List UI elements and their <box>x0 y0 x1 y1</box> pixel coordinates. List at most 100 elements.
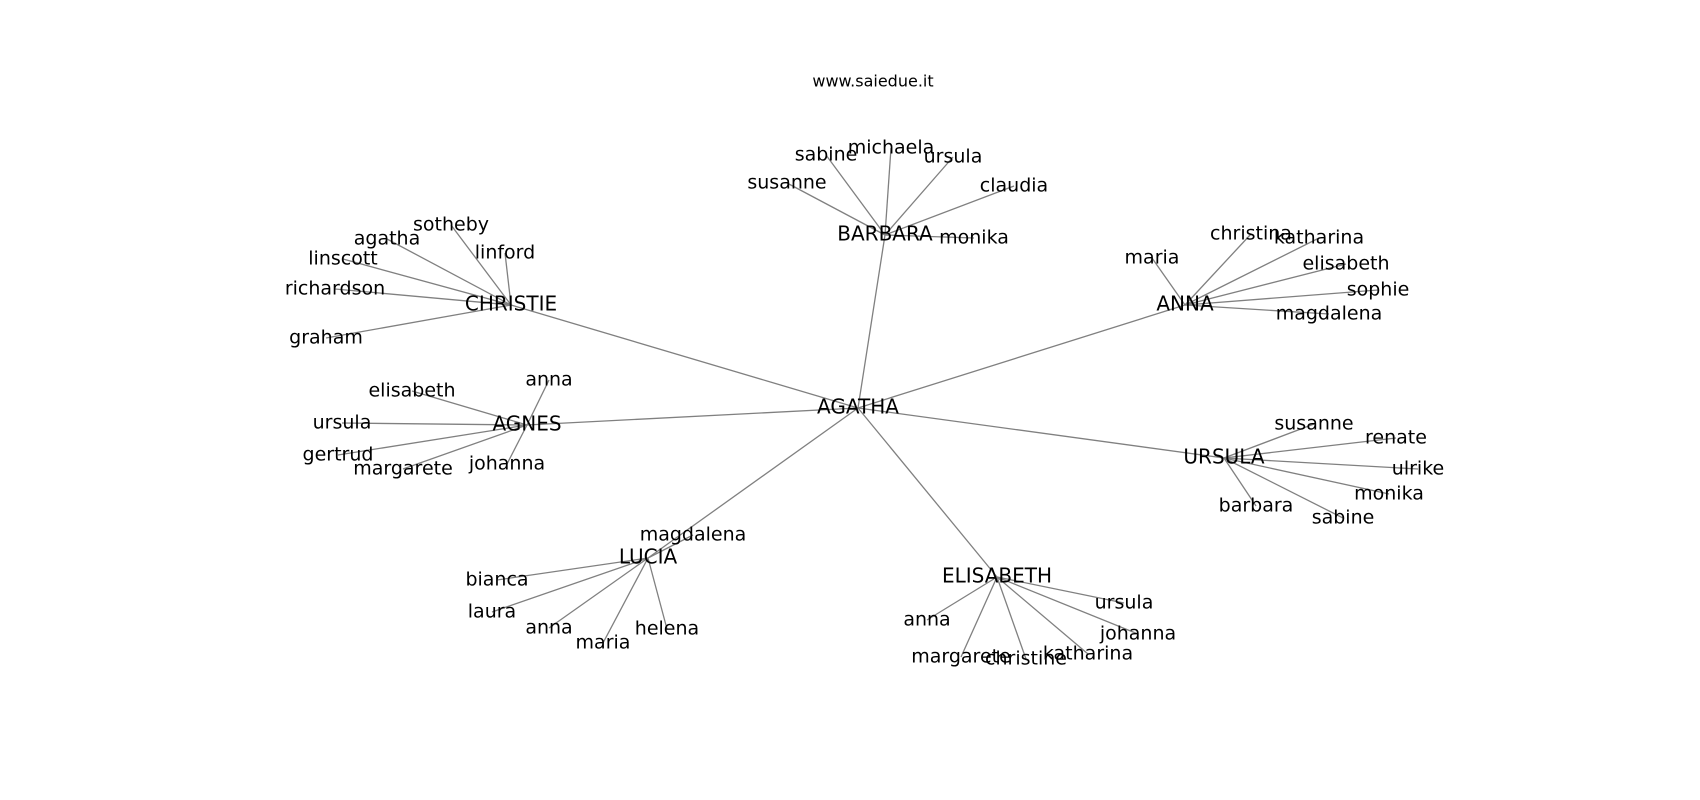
edge-agatha-christie <box>510 304 859 409</box>
node-leaf-lucia-anna: anna <box>525 617 572 639</box>
edge-ursula-barbara <box>1223 457 1257 507</box>
node-leaf-ursula-barbara: barbara <box>1219 495 1294 517</box>
node-leaf-ursula-renate: renate <box>1365 427 1427 449</box>
node-leaf-anna-sophie: sophie <box>1347 279 1410 301</box>
edge-agatha-lucia <box>647 407 859 559</box>
edge-ursula-renate <box>1223 437 1397 459</box>
edge-agatha-elisabeth <box>857 407 998 578</box>
node-leaf-agnes-margarete: margarete <box>353 458 453 480</box>
edge-barbara-monika <box>884 234 975 239</box>
edge-barbara-claudia <box>884 185 1015 236</box>
edge-barbara-sabine <box>825 154 886 236</box>
edge-elisabeth-johanna <box>996 576 1139 635</box>
edge-christie-linford <box>504 252 512 306</box>
edge-ursula-ulrike <box>1223 457 1419 470</box>
edge-lucia-bianca <box>496 557 649 581</box>
node-leaf-barbara-michaela: michaela <box>848 137 935 159</box>
edge-christie-sotheby <box>450 224 512 306</box>
edge-christie-richardson <box>334 288 512 306</box>
node-leaf-ursula-ulrike: ulrike <box>1392 458 1444 480</box>
edge-ursula-sabine <box>1223 457 1344 519</box>
node-leaf-agnes-anna: anna <box>525 369 572 391</box>
edge-lucia-anna <box>548 557 649 629</box>
node-leaf-barbara-monika: monika <box>939 227 1009 249</box>
edge-christie-linscott <box>342 258 512 306</box>
node-group-agnes: AGNES <box>492 412 561 436</box>
edge-agnes-elisabeth <box>411 390 528 426</box>
node-leaf-christie-graham: graham <box>289 327 363 349</box>
edge-anna-magdalena <box>1184 304 1330 315</box>
edge-agatha-agnes <box>526 407 859 426</box>
credit-text: www.saiedue.it <box>812 72 933 91</box>
node-leaf-ursula-susanne: susanne <box>1274 413 1353 435</box>
node-leaf-ursula-sabine: sabine <box>1312 507 1375 529</box>
edge-agnes-margarete <box>402 424 528 470</box>
node-leaf-anna-magdalena: magdalena <box>1276 303 1383 325</box>
node-leaf-christie-linford: linford <box>475 242 535 264</box>
edge-anna-sophie <box>1184 289 1379 306</box>
node-leaf-christie-linscott: linscott <box>308 248 377 270</box>
edge-agatha-barbara <box>857 234 886 409</box>
node-group-lucia: LUCIA <box>619 545 678 569</box>
node-leaf-barbara-sabine: sabine <box>795 144 858 166</box>
node-leaf-elisabeth-anna: anna <box>903 609 950 631</box>
edge-agnes-anna <box>526 379 550 426</box>
node-leaf-christie-richardson: richardson <box>285 278 385 300</box>
edge-barbara-susanne <box>786 182 886 236</box>
edge-agnes-gertrud <box>337 424 528 456</box>
edge-elisabeth-christine <box>996 576 1027 660</box>
node-leaf-agnes-johanna: johanna <box>468 453 545 475</box>
node-leaf-lucia-magdalena: magdalena <box>640 524 747 546</box>
node-group-ursula: URSULA <box>1183 445 1264 469</box>
edge-lucia-magdalena <box>647 534 694 559</box>
node-leaf-lucia-helena: helena <box>635 618 699 640</box>
edge-anna-katharina <box>1184 237 1320 306</box>
edge-elisabeth-margarete <box>960 576 998 658</box>
edge-barbara-ursula <box>884 156 954 236</box>
node-leaf-anna-elisabeth: elisabeth <box>1302 253 1389 275</box>
edge-agatha-ursula <box>857 407 1225 459</box>
edge-anna-maria <box>1151 257 1186 306</box>
node-leaf-lucia-maria: maria <box>576 632 631 654</box>
node-leaf-ursula-monika: monika <box>1354 483 1424 505</box>
node-leaf-elisabeth-christine: christine <box>985 648 1067 670</box>
node-leaf-anna-maria: maria <box>1125 247 1180 269</box>
node-group-christie: CHRISTIE <box>465 292 557 316</box>
node-leaf-elisabeth-katharina: katharina <box>1043 643 1133 665</box>
edge-ursula-susanne <box>1223 423 1315 459</box>
edge-christie-graham <box>325 304 512 339</box>
edge-lucia-laura <box>491 557 649 613</box>
node-leaf-elisabeth-margarete: margarete <box>911 646 1011 668</box>
node-leaf-agnes-gertrud: gertrud <box>303 444 374 466</box>
edge-agnes-ursula <box>341 422 528 426</box>
edge-elisabeth-ursula <box>996 576 1125 604</box>
node-leaf-christie-sotheby: sotheby <box>413 214 489 236</box>
node-leaf-barbara-ursula: ursula <box>924 146 983 168</box>
node-group-barbara: BARBARA <box>837 222 933 246</box>
edge-christie-agatha <box>386 238 512 306</box>
edge-elisabeth-anna <box>926 576 998 621</box>
edge-anna-christina <box>1184 233 1252 306</box>
node-leaf-agnes-elisabeth: elisabeth <box>368 380 455 402</box>
node-leaf-lucia-laura: laura <box>468 601 516 623</box>
node-leaf-barbara-susanne: susanne <box>747 172 826 194</box>
node-group-anna: ANNA <box>1156 292 1214 316</box>
labels-layer: AGATHABARBARAsabinemichaelaursulasusanne… <box>285 137 1444 670</box>
edge-lucia-maria <box>602 557 649 644</box>
edge-agnes-johanna <box>506 424 528 465</box>
node-center-agatha: AGATHA <box>817 395 899 419</box>
node-leaf-lucia-bianca: bianca <box>465 569 528 591</box>
edge-elisabeth-katharina <box>996 576 1089 655</box>
node-leaf-barbara-claudia: claudia <box>980 175 1048 197</box>
edge-agatha-anna <box>857 304 1186 409</box>
edge-barbara-michaela <box>884 147 892 236</box>
node-leaf-anna-katharina: katharina <box>1274 227 1364 249</box>
edge-anna-elisabeth <box>1184 263 1347 306</box>
edge-ursula-monika <box>1223 457 1390 495</box>
edge-lucia-helena <box>647 557 668 630</box>
edges-layer <box>325 147 1419 660</box>
node-group-elisabeth: ELISABETH <box>942 564 1052 588</box>
node-leaf-christie-agatha: agatha <box>354 228 420 250</box>
node-leaf-anna-christina: christina <box>1210 223 1292 245</box>
